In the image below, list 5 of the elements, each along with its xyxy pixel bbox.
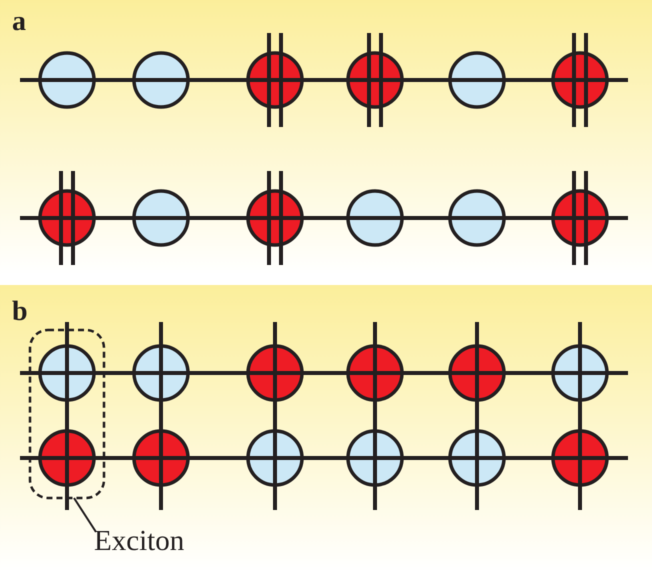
panel-label: a bbox=[12, 8, 26, 36]
leader-line bbox=[73, 497, 97, 533]
callout-label: Exciton bbox=[94, 524, 184, 558]
dashed-outline bbox=[28, 328, 106, 500]
panel-label: b bbox=[12, 298, 28, 326]
